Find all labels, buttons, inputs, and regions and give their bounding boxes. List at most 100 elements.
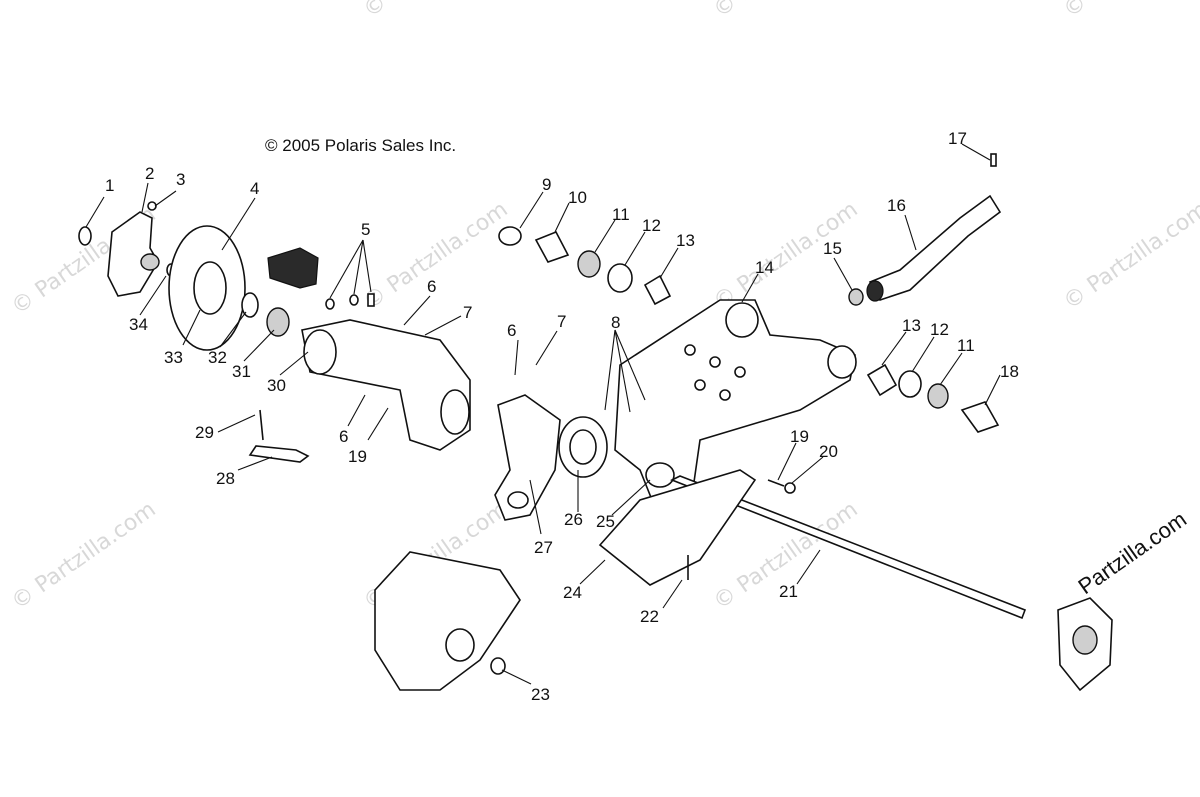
- part-bracket: [494, 394, 561, 521]
- part-bearing-race: [607, 263, 633, 293]
- part-key: [990, 153, 997, 167]
- callout-11b: 11: [957, 336, 975, 355]
- leader-lines: [85, 143, 1001, 685]
- part-lever: [248, 445, 310, 463]
- callout-32: 32: [208, 348, 227, 367]
- part-sleeve: [534, 230, 570, 263]
- callout-9: 9: [542, 175, 551, 194]
- callout-14: 14: [755, 258, 774, 277]
- part-hole-1: [684, 344, 696, 356]
- callout-27: 27: [534, 538, 553, 557]
- callout-25: 25: [596, 512, 615, 531]
- watermark-2: © Partzilla.com: [359, 197, 512, 315]
- part-bushing: [643, 274, 672, 306]
- callout-31: 31: [232, 362, 251, 381]
- part-washer: [78, 226, 92, 246]
- callout-5: 5: [361, 220, 370, 239]
- part-ring: [241, 292, 259, 318]
- part-clip: [325, 298, 335, 310]
- callout-15: 15: [823, 239, 842, 258]
- part-gearcase-output: [445, 628, 475, 662]
- part-bracket-hole: [507, 491, 529, 509]
- part-gearcase: [374, 551, 521, 691]
- part-axle-bore: [645, 462, 675, 488]
- part-housing-flange: [440, 389, 470, 435]
- part-axle-housing-end: [303, 329, 337, 375]
- part-long-bolt: [259, 409, 264, 441]
- callout-7b: 7: [557, 312, 566, 331]
- callout-12a: 12: [642, 216, 661, 235]
- part-race-right: [898, 370, 922, 398]
- callout-22: 22: [640, 607, 659, 626]
- copyright-notice: © 2005 Polaris Sales Inc.: [265, 136, 456, 155]
- callout-3: 3: [176, 170, 185, 189]
- callout-6c: 6: [339, 427, 348, 446]
- part-swing-arm-pivot: [725, 302, 759, 338]
- part-swing-arm-pivot-2: [827, 345, 857, 379]
- part-axle-housing: [301, 319, 471, 451]
- part-drive-shaft-end: [866, 280, 884, 302]
- watermark-10: © Partzilla.com: [1059, 0, 1200, 23]
- callout-4: 4: [250, 179, 259, 198]
- part-seal-plate-inner: [569, 429, 597, 465]
- callout-18: 18: [1000, 362, 1019, 381]
- part-hole-4: [694, 379, 706, 391]
- part-skid-plate: [598, 469, 757, 586]
- callout-21: 21: [779, 582, 798, 601]
- part-o-ring: [490, 657, 506, 675]
- part-pin: [367, 293, 375, 307]
- callout-1: 1: [105, 176, 114, 195]
- callout-19b: 19: [348, 447, 367, 466]
- part-swing-arm: [614, 299, 856, 521]
- callout-33: 33: [164, 348, 183, 367]
- callout-29: 29: [195, 423, 214, 442]
- callout-23: 23: [531, 685, 550, 704]
- part-brake-caliper: [267, 247, 319, 289]
- part-seal-right: [927, 383, 949, 409]
- callout-2: 2: [145, 164, 154, 183]
- callout-34: 34: [129, 315, 148, 334]
- callout-16: 16: [887, 196, 906, 215]
- callout-11a: 11: [612, 205, 630, 224]
- part-bolt: [767, 479, 785, 487]
- watermark-5: © Partzilla.com: [7, 497, 160, 615]
- part-clip-2: [349, 294, 359, 306]
- hub-center: [140, 253, 160, 271]
- callout-7a: 7: [463, 303, 472, 322]
- callout-28: 28: [216, 469, 235, 488]
- watermark-8: © Partzilla.com: [359, 0, 512, 23]
- callout-6a: 6: [427, 277, 436, 296]
- part-bushing-right: [866, 363, 898, 397]
- part-nut: [498, 226, 522, 246]
- part-nut-small: [784, 482, 796, 494]
- parts: [78, 153, 1113, 692]
- part-stud: [147, 201, 157, 211]
- callout-labels: 1 2 3 4 5 6 7 6 7 8 9 10 11 12 13 14 15 …: [105, 129, 1019, 704]
- callout-20: 20: [819, 442, 838, 461]
- part-right-hub-center: [1072, 625, 1098, 655]
- part-hole-2: [709, 356, 721, 368]
- part-bearing: [266, 307, 290, 337]
- part-lock-washer: [848, 288, 864, 306]
- brand-watermark: Partzilla.com: [1074, 506, 1191, 599]
- callout-13b: 13: [902, 316, 921, 335]
- part-drive-shaft: [868, 194, 1002, 301]
- part-seal: [577, 250, 601, 278]
- callout-6b: 6: [507, 321, 516, 340]
- callout-24: 24: [563, 583, 582, 602]
- watermark-9: © Partzilla.com: [709, 0, 862, 23]
- watermark-4: © Partzilla.com: [1059, 197, 1200, 315]
- callout-8: 8: [611, 313, 620, 332]
- callout-19a: 19: [790, 427, 809, 446]
- callout-13a: 13: [676, 231, 695, 250]
- callout-10: 10: [568, 188, 587, 207]
- callout-17: 17: [948, 129, 967, 148]
- part-brake-disc-inner: [193, 261, 227, 315]
- part-hole-5: [719, 389, 731, 401]
- part-axle: [670, 475, 1027, 620]
- part-hole-3: [734, 366, 746, 378]
- callout-12b: 12: [930, 320, 949, 339]
- callout-30: 30: [267, 376, 286, 395]
- callout-26: 26: [564, 510, 583, 529]
